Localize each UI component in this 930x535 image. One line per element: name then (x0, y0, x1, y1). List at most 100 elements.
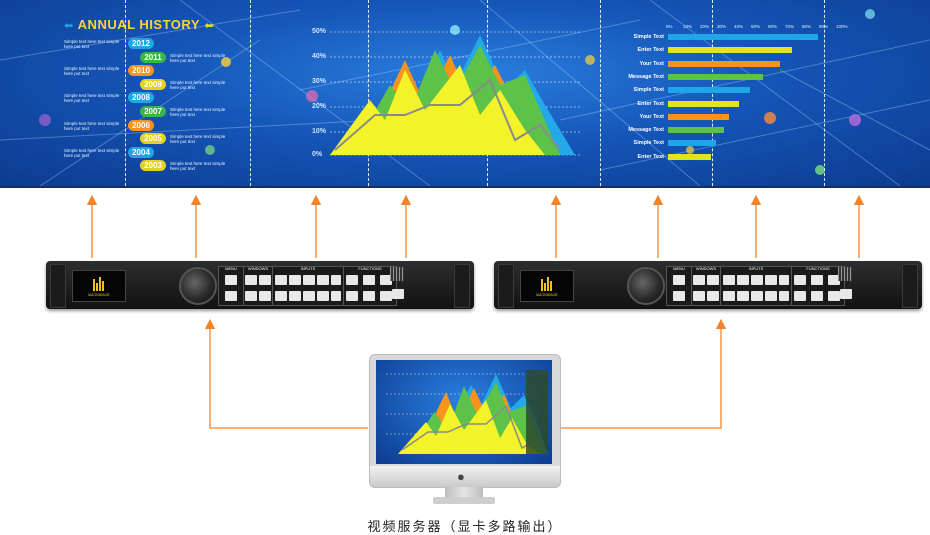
bar-label: Simple Text (633, 140, 664, 147)
panel-key[interactable] (707, 291, 719, 301)
panel-key[interactable] (751, 291, 763, 301)
panel-key[interactable] (331, 275, 341, 285)
bar (668, 100, 740, 107)
panel-key[interactable] (794, 291, 806, 301)
panel-key[interactable] (811, 291, 823, 301)
video-processor-right: MAGNIMAGE MENU WINDOWS INPUTS FUNCTIONS (494, 261, 922, 309)
panel-key[interactable] (840, 289, 852, 299)
section-label: INPUTS (748, 266, 764, 271)
panel-key[interactable] (275, 275, 287, 285)
panel-key[interactable] (225, 275, 237, 285)
panel-seam (125, 0, 126, 186)
panel-key[interactable] (673, 275, 685, 285)
year-badge: 2007 (140, 106, 166, 117)
year-badge: 2008 (128, 92, 154, 104)
panel-key[interactable] (811, 275, 823, 285)
x-axis-label: 10% (683, 24, 693, 29)
panel-key[interactable] (828, 275, 840, 285)
inputs-keys: INPUTS (720, 266, 792, 306)
bar (668, 60, 781, 67)
y-axis-label: 10% (312, 128, 327, 135)
panel-seam (250, 0, 251, 186)
panel-key[interactable] (259, 275, 271, 285)
rack-ear (902, 264, 918, 308)
panel-key[interactable] (245, 291, 257, 301)
x-axis-label: 90% (819, 24, 829, 29)
history-entry-text: Simple text here text simple here put te… (170, 107, 226, 117)
panel-key[interactable] (737, 291, 749, 301)
menu-knob[interactable] (627, 267, 665, 305)
section-label: INPUTS (300, 266, 316, 271)
history-entry-text: Simple text here text simple here put te… (170, 79, 226, 90)
panel-key[interactable] (259, 291, 271, 301)
panel-key[interactable] (779, 291, 789, 301)
panel-key[interactable] (303, 275, 315, 285)
bar (668, 113, 730, 120)
panel-key[interactable] (331, 291, 341, 301)
panel-key[interactable] (317, 275, 329, 285)
y-axis-label: 30% (312, 78, 327, 85)
bar (668, 140, 716, 147)
panel-key[interactable] (346, 275, 358, 285)
diagram-caption: 视频服务器（显卡多路输出） (367, 519, 563, 534)
y-axis-label: 40% (312, 53, 327, 60)
x-axis-label: 50% (751, 24, 761, 29)
panel-key[interactable] (765, 275, 777, 285)
history-entry-text: Simple text here text simple here put te… (170, 161, 226, 172)
panel-key[interactable] (380, 291, 392, 301)
panel-key[interactable] (225, 291, 237, 301)
bar-label: Simple Text (633, 87, 664, 94)
bar (668, 73, 764, 80)
panel-key[interactable] (245, 275, 257, 285)
panel-key[interactable] (363, 275, 375, 285)
monitor-chin: ● (369, 466, 561, 488)
year-badge: 2009 (140, 78, 166, 90)
history-entry-text: Simple text here text simple here put te… (64, 39, 120, 49)
inputs-keys: INPUTS (272, 266, 344, 306)
year-badge: 2012 (128, 38, 154, 49)
panel-key[interactable] (275, 291, 287, 301)
panel-key[interactable] (723, 291, 735, 301)
panel-key[interactable] (380, 275, 392, 285)
bar-label: Your Text (639, 60, 664, 67)
x-axis-label: 70% (785, 24, 795, 29)
history-entry-text: Simple text here text simple here put te… (64, 147, 120, 158)
panel-key[interactable] (363, 291, 375, 301)
panel-key[interactable] (707, 275, 719, 285)
panel-key[interactable] (751, 275, 763, 285)
panel-key[interactable] (828, 291, 840, 301)
bar (668, 34, 818, 40)
menu-keys: MENU (666, 266, 692, 306)
monitor-base (433, 497, 495, 504)
panel-key[interactable] (779, 275, 789, 285)
panel-key[interactable] (289, 291, 301, 301)
panel-key[interactable] (289, 275, 301, 285)
panel-key[interactable] (303, 291, 315, 301)
arrow-left-icon: ⬅ (64, 20, 74, 32)
bar-label: Enter Text (637, 47, 665, 54)
panel-key[interactable] (346, 291, 358, 301)
history-entry-text: Simple text here text simple here put te… (170, 134, 226, 145)
panel-key[interactable] (693, 291, 705, 301)
arrow-right-icon: ⬅ (204, 20, 214, 32)
menu-knob[interactable] (179, 267, 217, 305)
y-axis-label: 50% (312, 28, 327, 35)
panel-key[interactable] (673, 291, 685, 301)
year-badge: 2005 (140, 133, 166, 145)
bar-label: Message Text (628, 73, 664, 80)
panel-key[interactable] (723, 275, 735, 285)
panel-key[interactable] (794, 275, 806, 285)
panel-key[interactable] (392, 289, 404, 299)
mountain-trend-line (334, 78, 561, 151)
panel-key[interactable] (765, 291, 777, 301)
bar-label: Enter Text (637, 100, 665, 107)
functions-keys: FUNCTIONS (791, 266, 845, 306)
video-processor-left: MAGNIMAGE MENU WINDOWS INPUTS FUNCTIONS (46, 261, 474, 309)
history-title: ANNUAL HISTORY (77, 17, 200, 32)
panel-key[interactable] (737, 275, 749, 285)
panel-key[interactable] (317, 291, 329, 301)
section-label: WINDOWS (695, 266, 717, 271)
panel-key[interactable] (693, 275, 705, 285)
bar (668, 153, 711, 160)
